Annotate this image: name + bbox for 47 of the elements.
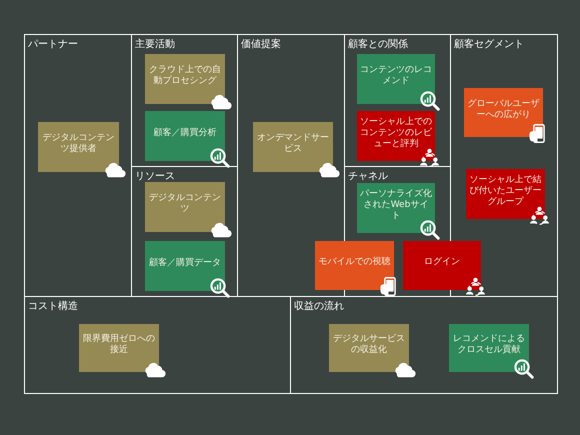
- note-text: ソーシャル上で結び付いたユーザーグループ: [468, 174, 542, 208]
- section-title: 顧客との関係: [348, 38, 408, 51]
- sticky-note: [466, 169, 545, 219]
- canvas-section: [131, 34, 238, 167]
- sticky-note: [145, 241, 225, 291]
- sticky-note: [403, 241, 481, 290]
- sticky-note: [329, 324, 409, 372]
- sticky-note: [145, 54, 225, 104]
- section-title: 収益の流れ: [294, 300, 344, 313]
- note-text: モバイルでの視聴: [318, 257, 392, 269]
- section-title: リソース: [135, 170, 175, 183]
- section-title: 価値提案: [241, 38, 281, 51]
- note-text: 限界費用ゼロへの接近: [82, 334, 156, 357]
- section-title: パートナー: [28, 38, 78, 51]
- note-text: パーソナライズ化されたWebサイト: [359, 188, 433, 222]
- note-text: デジタルコンテンツ提供者: [42, 133, 116, 156]
- sticky-note: [464, 88, 543, 137]
- sticky-note: [38, 122, 119, 172]
- note-text: デジタルサービスの収益化: [332, 334, 406, 357]
- section-title: 主要活動: [135, 38, 175, 51]
- canvas-section: [290, 296, 558, 394]
- sticky-note: [449, 324, 529, 372]
- note-text: グローバルユーザーへの広がり: [466, 98, 540, 122]
- canvas-section: [24, 34, 132, 297]
- sticky-note: [357, 54, 435, 104]
- canvas-section: [450, 34, 558, 297]
- note-text: レコメンドによるクロスセル貢献: [452, 334, 526, 357]
- sticky-note: [357, 111, 435, 161]
- sticky-note: [145, 182, 225, 232]
- note-text: コンテンツのレコメンド: [359, 65, 433, 88]
- sticky-note: [79, 324, 159, 372]
- note-text: クラウド上での自動プロセシング: [148, 65, 222, 88]
- note-text: ソーシャル上でのコンテンツのレビューと評判: [359, 116, 433, 150]
- note-text: 顧客／購買分析: [152, 128, 218, 140]
- section-title: チャネル: [348, 170, 388, 183]
- note-text: 顧客／購買データ: [148, 258, 222, 270]
- note-text: デジタルコンテンツ: [148, 193, 222, 216]
- sticky-note: [315, 241, 394, 290]
- section-title: コスト構造: [28, 300, 78, 313]
- sticky-note: [253, 122, 333, 172]
- canvas-section: [344, 34, 451, 167]
- section-title: 顧客セグメント: [454, 38, 524, 51]
- sticky-note: [145, 111, 225, 161]
- canvas-section: [24, 296, 291, 394]
- note-text: ログイン: [423, 257, 461, 269]
- note-text: オンデマンドサービス: [256, 133, 330, 156]
- sticky-note: [357, 183, 435, 233]
